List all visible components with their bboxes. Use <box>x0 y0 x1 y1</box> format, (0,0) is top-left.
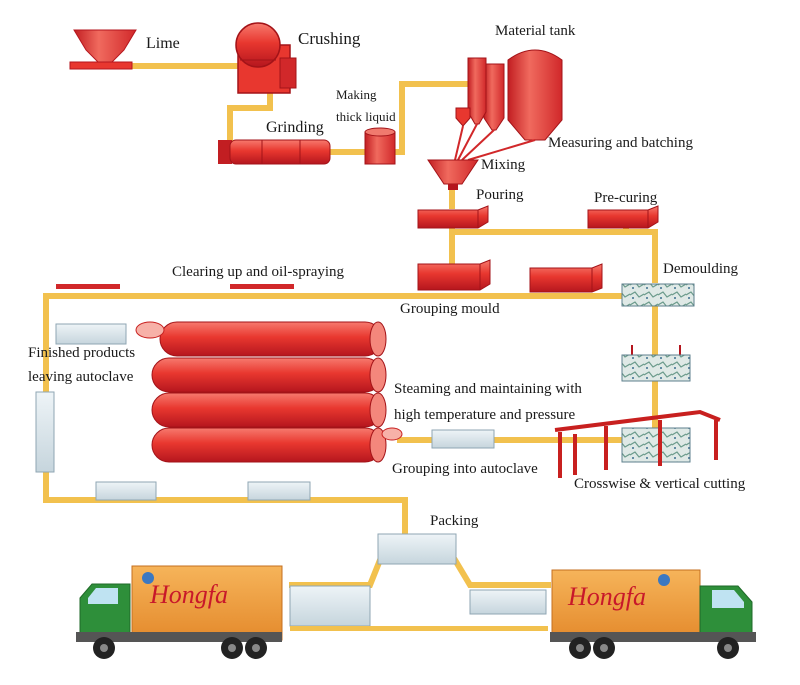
right-truck-logo: Hongfa <box>568 582 646 611</box>
label-lime: Lime <box>146 35 180 52</box>
autoclave-4 <box>151 427 403 463</box>
hoisted-cake <box>621 345 691 382</box>
autoclave-3 <box>151 392 387 428</box>
label-grinding: Grinding <box>266 119 324 136</box>
cutting-machine <box>554 409 721 478</box>
label-pre-curing: Pre-curing <box>594 190 658 206</box>
label-steaming: Steaming and maintaining with <box>394 381 582 397</box>
label-grouping-autoclave: Grouping into autoclave <box>392 461 538 477</box>
label-mixing: Mixing <box>481 157 526 173</box>
label-leaving-autoclave: leaving autoclave <box>28 369 134 385</box>
grinding-mill <box>218 139 331 165</box>
autoclaves <box>135 321 403 463</box>
label-cutting: Crosswise & vertical cutting <box>574 476 746 492</box>
label-packing: Packing <box>430 513 479 529</box>
label-demoulding: Demoulding <box>663 261 738 277</box>
material-tanks <box>454 49 563 161</box>
loading-platform <box>290 626 548 631</box>
label-material-tank: Material tank <box>495 23 576 39</box>
label-measuring-batching: Measuring and batching <box>548 135 693 151</box>
label-grouping-mould: Grouping mould <box>400 301 500 317</box>
demoulded-cake <box>621 283 695 307</box>
label-making: Making <box>336 87 377 102</box>
lime-hopper <box>69 29 137 70</box>
label-thick-liquid: thick liquid <box>336 109 396 124</box>
label-finished-products: Finished products <box>28 345 136 361</box>
pre-curing-mould <box>587 205 659 229</box>
panel-stacks <box>35 323 547 627</box>
autoclave-2 <box>151 357 387 393</box>
left-truck <box>76 565 283 659</box>
mixer <box>427 159 479 190</box>
autoclave-1 <box>159 321 387 357</box>
right-truck <box>550 569 756 659</box>
clearing-plates <box>56 284 294 289</box>
label-pouring: Pouring <box>476 187 524 203</box>
grouping-mould <box>417 259 603 293</box>
label-crushing: Crushing <box>298 29 361 48</box>
label-clearing-oil-spraying: Clearing up and oil-spraying <box>172 264 345 280</box>
left-truck-logo: Hongfa <box>150 580 228 609</box>
label-high-temperature: high temperature and pressure <box>394 407 576 423</box>
crusher-machine <box>235 22 297 94</box>
thick-liquid-tank <box>364 127 396 165</box>
pouring-mould <box>417 205 489 229</box>
